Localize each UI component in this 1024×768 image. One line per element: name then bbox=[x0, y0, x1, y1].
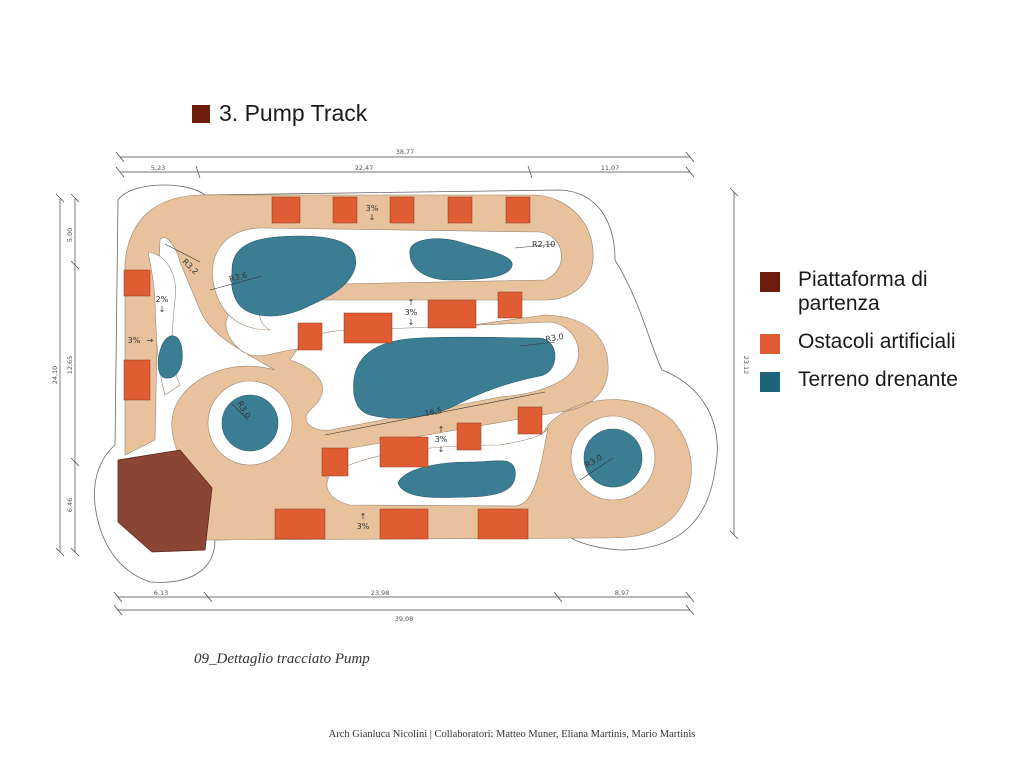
slope-label: 2% bbox=[156, 295, 169, 304]
svg-text:↓: ↓ bbox=[159, 305, 166, 314]
dim-bottom-seg-2: 23,98 bbox=[371, 589, 390, 597]
title-block: 3. Pump Track bbox=[192, 100, 367, 127]
legend: Piattaforma di partenza Ostacoli artific… bbox=[760, 268, 998, 406]
legend-item-drainage: Terreno drenante bbox=[760, 368, 998, 392]
legend-label: Ostacoli artificiali bbox=[798, 330, 956, 353]
svg-text:→: → bbox=[147, 336, 154, 345]
dim-top-seg-3: 11,07 bbox=[601, 164, 620, 172]
legend-swatch bbox=[760, 372, 780, 392]
legend-swatch bbox=[760, 334, 780, 354]
legend-swatch bbox=[760, 272, 780, 292]
dimension-lines bbox=[55, 151, 739, 616]
radius-label: R2,10 bbox=[532, 240, 555, 249]
title-swatch bbox=[192, 104, 210, 123]
site-boundary bbox=[94, 184, 718, 583]
svg-text:↓: ↓ bbox=[408, 318, 415, 327]
credits: Arch Gianluca Nicolini | Collaboratori: … bbox=[328, 729, 696, 740]
starting-platform bbox=[117, 449, 213, 553]
dim-left-seg-2: 12,65 bbox=[66, 356, 74, 375]
dim-bottom-seg-3: 8,97 bbox=[615, 589, 629, 597]
svg-text:↑: ↑ bbox=[438, 425, 445, 434]
dim-left-total: 24,10 bbox=[51, 366, 59, 385]
length-label: 16,5 bbox=[424, 406, 443, 418]
obstacles bbox=[123, 196, 543, 540]
legend-item-obstacles: Ostacoli artificiali bbox=[760, 330, 998, 354]
legend-label: Piattaforma di partenza bbox=[798, 268, 928, 315]
slope-label: 3% bbox=[405, 308, 418, 317]
dim-top-seg-2: 22,47 bbox=[355, 164, 374, 172]
plan-annotations bbox=[164, 243, 614, 481]
svg-text:↓: ↓ bbox=[369, 213, 376, 222]
dim-top-seg-1: 5,23 bbox=[151, 164, 165, 172]
figure-caption: 09_Dettaglio tracciato Pump bbox=[194, 651, 370, 667]
dim-top-total: 38,77 bbox=[396, 148, 415, 156]
dim-left-seg-1: 5,00 bbox=[66, 228, 74, 242]
slope-label: 3% bbox=[366, 204, 379, 213]
svg-text:↑: ↑ bbox=[360, 512, 367, 521]
radius-label: R3,0 bbox=[545, 332, 565, 344]
legend-label: Terreno drenante bbox=[798, 368, 958, 391]
slope-label: 3% bbox=[435, 435, 448, 444]
legend-item-platform: Piattaforma di partenza bbox=[760, 268, 998, 316]
slope-label: 3% bbox=[357, 522, 370, 531]
dim-right-total: 23,12 bbox=[742, 356, 750, 375]
slope-label: 3% bbox=[128, 336, 141, 345]
dim-left-seg-3: 6,46 bbox=[66, 498, 74, 512]
page-title: 3. Pump Track bbox=[219, 100, 368, 126]
svg-text:↑: ↑ bbox=[408, 298, 415, 307]
dim-bottom-total: 39,08 bbox=[395, 615, 414, 623]
dimension-labels: 38,77 5,23 22,47 11,07 6,13 23,98 8,97 3… bbox=[51, 148, 750, 623]
dim-bottom-seg-1: 6,13 bbox=[154, 589, 168, 597]
svg-text:↓: ↓ bbox=[438, 445, 445, 454]
drainage-zones bbox=[157, 235, 643, 498]
